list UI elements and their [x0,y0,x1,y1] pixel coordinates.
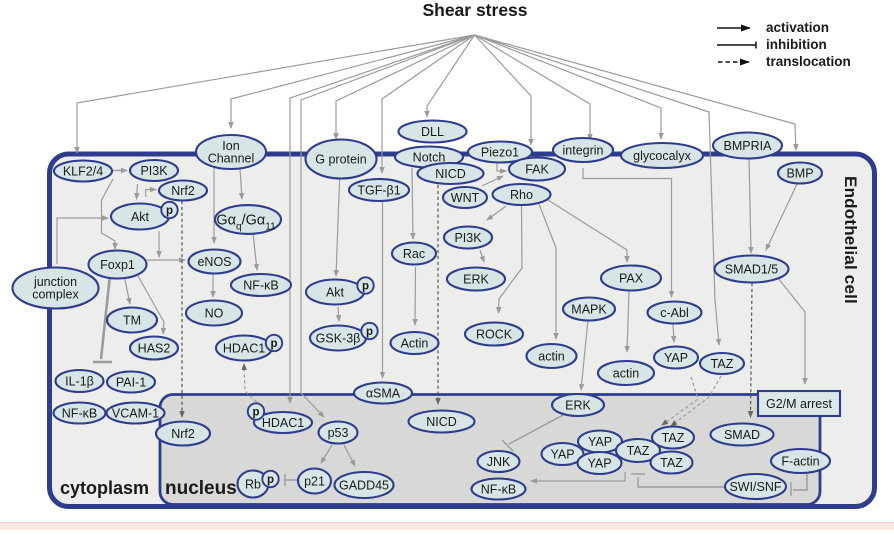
svg-text:WNT: WNT [451,191,480,205]
svg-text:Channel: Channel [208,152,255,166]
svg-text:NF-κB: NF-κB [62,407,97,421]
svg-text:TM: TM [123,314,141,328]
svg-text:actin: actin [538,350,564,364]
svg-text:G protein: G protein [315,153,366,167]
svg-text:Akt: Akt [326,286,345,300]
svg-text:YAP: YAP [588,435,612,449]
svg-text:nucleus: nucleus [165,478,237,499]
svg-text:F-actin: F-actin [781,455,819,469]
svg-text:DLL: DLL [421,125,444,139]
svg-text:Akt: Akt [131,210,150,224]
svg-text:p53: p53 [328,426,349,440]
svg-text:SMAD: SMAD [724,428,760,442]
svg-text:TAZ: TAZ [662,431,685,445]
svg-text:Shear stress: Shear stress [422,0,527,20]
svg-text:HAS2: HAS2 [138,342,171,356]
svg-text:HDAC1: HDAC1 [223,342,265,356]
svg-text:VCAM-1: VCAM-1 [112,407,159,421]
svg-text:TGF-β1: TGF-β1 [357,184,400,198]
svg-text:GSK-3β: GSK-3β [316,332,361,346]
svg-text:PI3K: PI3K [140,164,168,178]
svg-text:YAP: YAP [587,457,611,471]
svg-text:ROCK: ROCK [476,328,513,342]
svg-text:PAX: PAX [619,272,644,286]
svg-text:p: p [366,326,373,338]
svg-text:FAK: FAK [525,163,549,177]
svg-text:TAZ: TAZ [627,444,650,458]
svg-text:SWI/SNF: SWI/SNF [729,480,781,494]
svg-text:integrin: integrin [563,144,604,158]
svg-text:cytoplasm: cytoplasm [60,478,149,498]
svg-text:Rb: Rb [245,478,261,492]
svg-text:Rho: Rho [510,188,533,202]
svg-text:BMPRIA: BMPRIA [724,139,773,153]
svg-text:NF-κB: NF-κB [481,483,516,497]
svg-text:TAZ: TAZ [711,357,734,371]
svg-text:Piezo1: Piezo1 [481,146,519,160]
svg-text:Actin: Actin [401,337,429,351]
svg-text:NF-κB: NF-κB [243,279,278,293]
svg-text:NICD: NICD [435,167,466,181]
svg-text:inhibition: inhibition [766,37,827,52]
svg-text:Foxp1: Foxp1 [100,258,135,272]
svg-text:PI3K: PI3K [454,231,482,245]
svg-text:JNK: JNK [487,455,511,469]
svg-text:Gαq/Gα11: Gαq/Gα11 [216,213,276,233]
svg-text:KLF2/4: KLF2/4 [63,165,103,179]
svg-text:NO: NO [205,307,224,321]
svg-text:Nrf2: Nrf2 [171,427,195,441]
svg-text:ERK: ERK [565,399,591,413]
svg-text:GADD45: GADD45 [339,479,389,493]
svg-text:Nrf2: Nrf2 [171,184,195,198]
svg-text:SMAD1/5: SMAD1/5 [725,263,779,277]
svg-text:p: p [252,407,259,419]
svg-text:αSMA: αSMA [366,387,401,401]
svg-text:p: p [270,338,277,350]
svg-text:YAP: YAP [664,351,688,365]
svg-text:PAI-1: PAI-1 [116,376,146,390]
svg-text:YAP: YAP [550,448,574,462]
svg-text:p: p [166,205,173,217]
svg-text:junction: junction [33,275,77,289]
svg-text:Ion: Ion [222,139,239,153]
svg-text:Endothelial cell: Endothelial cell [841,176,860,304]
svg-text:p: p [362,281,369,293]
svg-text:MAPK: MAPK [571,303,607,317]
svg-text:p21: p21 [304,475,325,489]
svg-text:translocation: translocation [766,54,851,69]
svg-text:G2/M arrest: G2/M arrest [766,397,833,411]
svg-text:complex: complex [32,288,79,302]
svg-text:NICD: NICD [426,415,457,429]
svg-text:glycocalyx: glycocalyx [633,149,691,163]
svg-text:ERK: ERK [463,273,489,287]
svg-text:BMP: BMP [786,167,813,181]
svg-text:TAZ: TAZ [660,456,683,470]
svg-text:actin: actin [613,367,639,381]
svg-text:c-Abl: c-Abl [660,306,688,320]
svg-text:Notch: Notch [413,151,446,165]
svg-text:HDAC1: HDAC1 [262,416,304,430]
svg-text:p: p [267,474,274,486]
svg-text:activation: activation [766,20,829,35]
svg-text:IL-1β: IL-1β [65,375,94,389]
svg-text:eNOS: eNOS [197,255,231,269]
svg-text:Rac: Rac [403,247,425,261]
